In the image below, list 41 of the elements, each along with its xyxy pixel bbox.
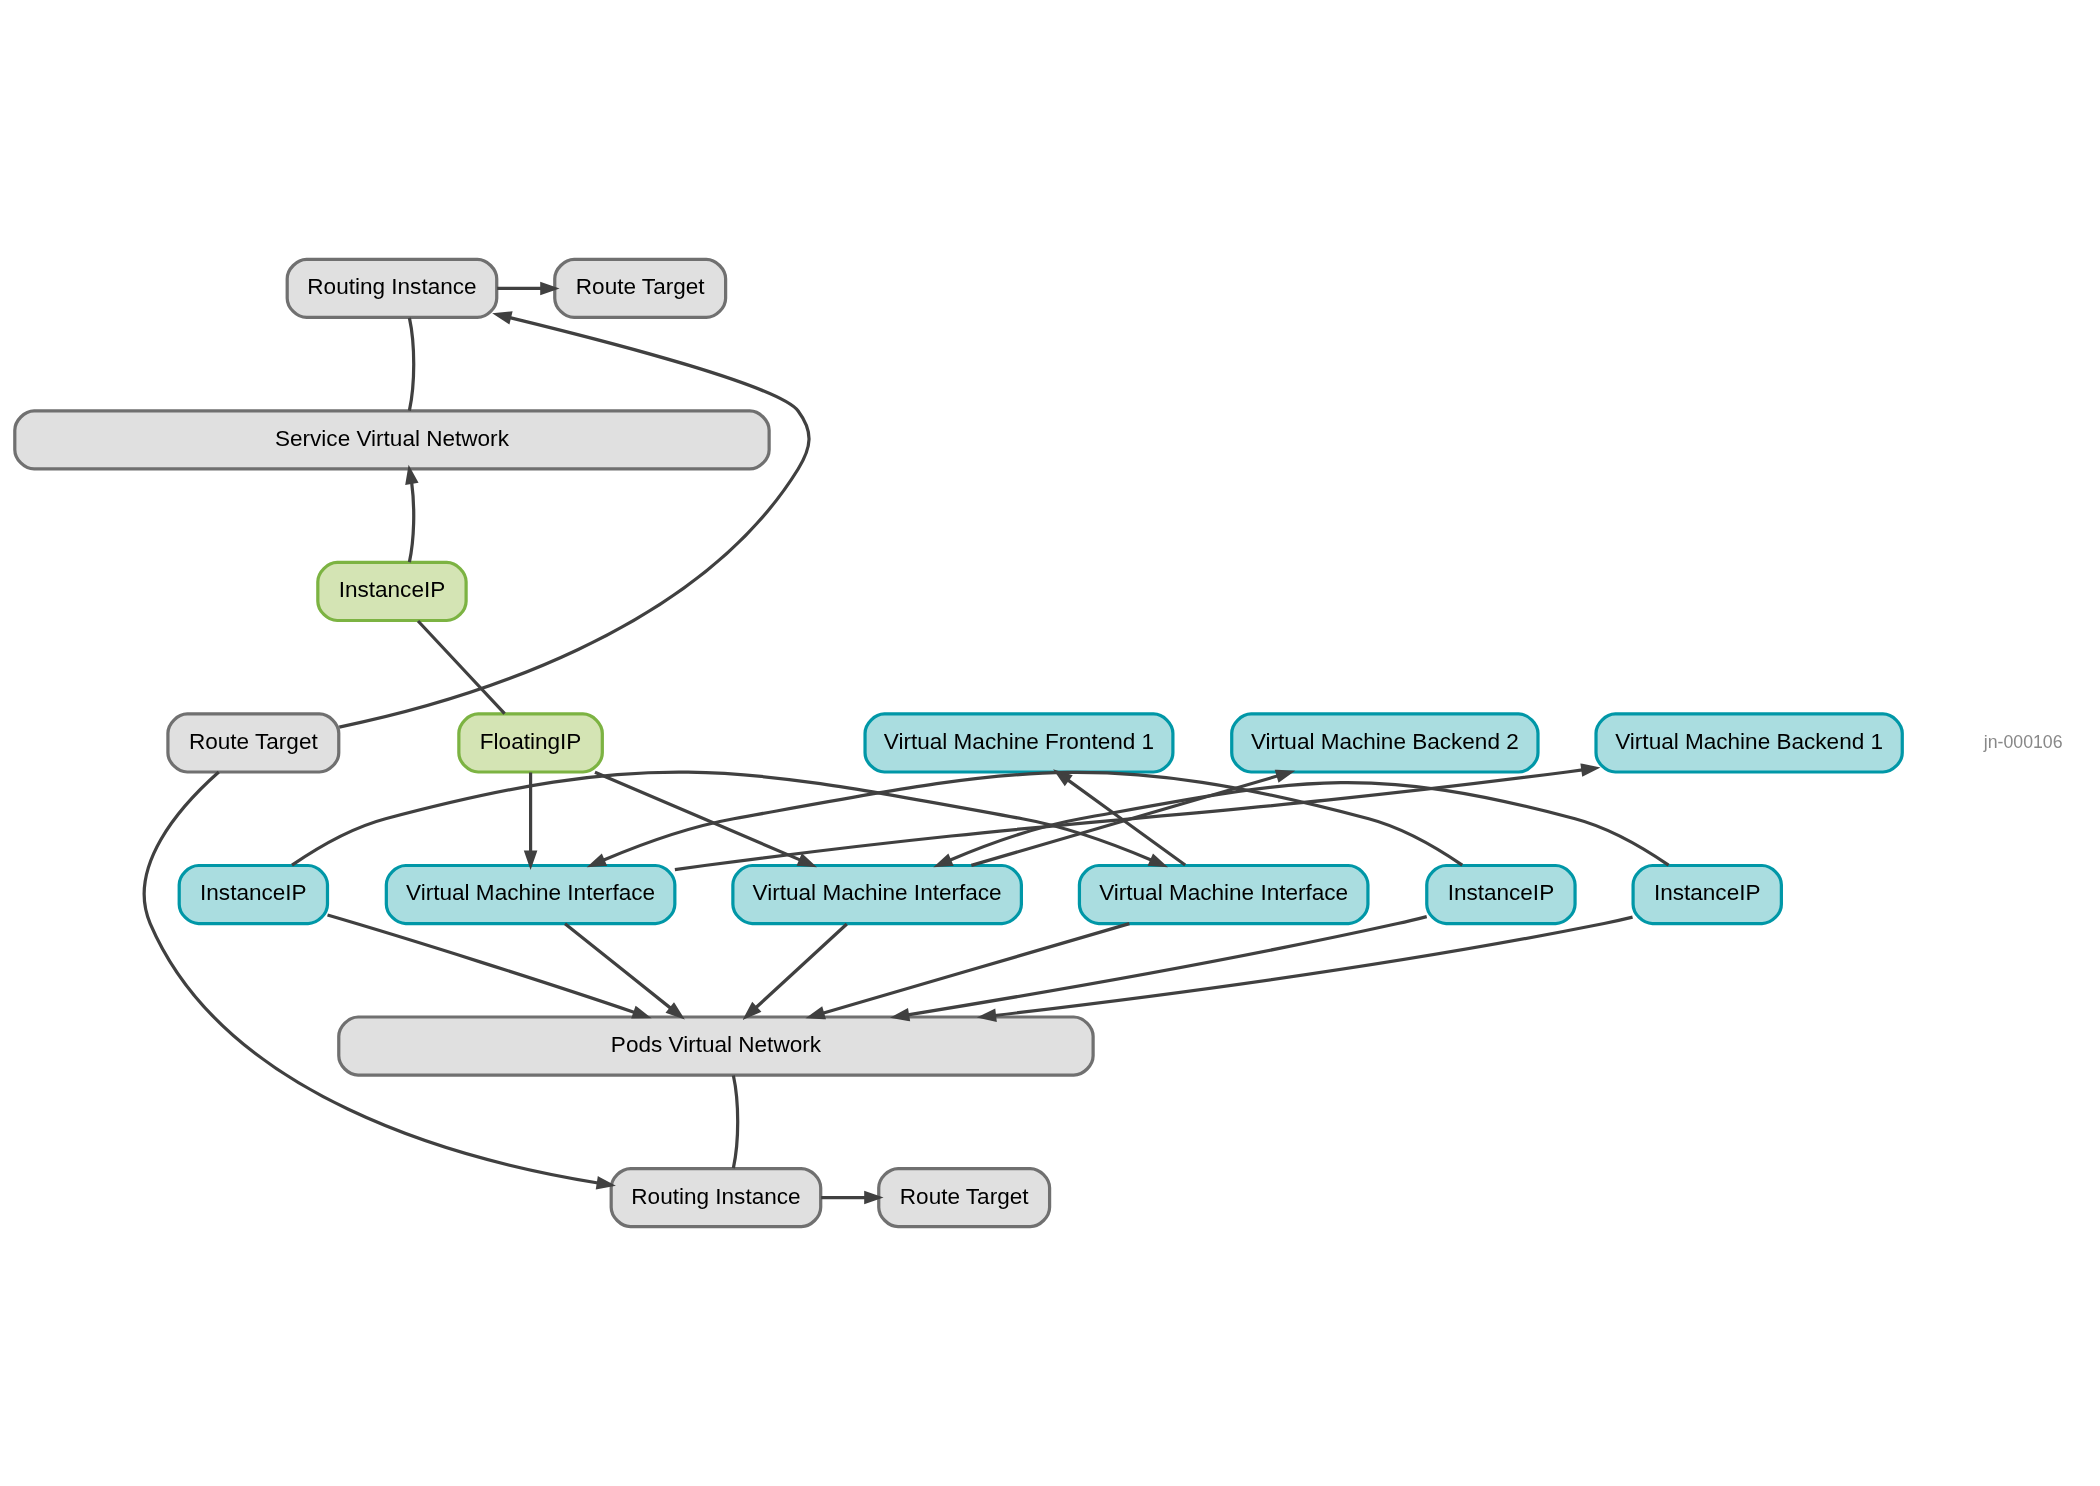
arrow	[594, 770, 817, 868]
arrow	[497, 281, 560, 296]
node-box: InstanceIP	[1631, 863, 1783, 926]
node-box: Virtual Machine Frontend 1	[863, 712, 1175, 774]
node-box: Service Virtual Network	[13, 409, 771, 471]
arrow	[976, 915, 1633, 1023]
label: jn-000106	[1983, 731, 2063, 752]
arrow	[674, 763, 1601, 872]
node-box: Route Target	[877, 1166, 1052, 1229]
node-box: Virtual Machine Backend 1	[1594, 712, 1904, 774]
connector	[407, 317, 416, 411]
node-box: Virtual Machine Interface	[384, 863, 677, 926]
arrow	[586, 771, 1464, 868]
node-box: Routing Instance	[285, 257, 499, 320]
arrow	[742, 922, 848, 1020]
node-box: Pods Virtual Network	[337, 1015, 1095, 1077]
node-box: Routing Instance	[609, 1166, 823, 1229]
arrow	[523, 772, 538, 870]
arrow	[821, 1190, 884, 1205]
node-box: Virtual Machine Backend 2	[1230, 712, 1540, 774]
node-box: Route Target	[166, 712, 341, 774]
node-box: Virtual Machine Interface	[1077, 863, 1370, 926]
arrow	[564, 922, 685, 1020]
arrow	[933, 781, 1670, 868]
node-box: InstanceIP	[1425, 863, 1577, 926]
node-box: InstanceIP	[177, 863, 330, 926]
node-box: InstanceIP	[316, 560, 468, 623]
arrow	[405, 464, 419, 563]
arrow	[142, 770, 616, 1190]
node-box: Route Target	[553, 257, 728, 320]
node-box: FloatingIP	[457, 712, 604, 774]
node-box: Virtual Machine Interface	[731, 863, 1023, 926]
arrow	[338, 311, 811, 729]
connector	[416, 619, 506, 715]
arrow	[327, 913, 652, 1019]
connector	[731, 1075, 740, 1169]
arrow	[970, 769, 1296, 867]
arrow	[291, 770, 1169, 868]
arrow	[805, 922, 1130, 1020]
arrow	[1053, 769, 1187, 867]
arrow	[889, 915, 1428, 1022]
